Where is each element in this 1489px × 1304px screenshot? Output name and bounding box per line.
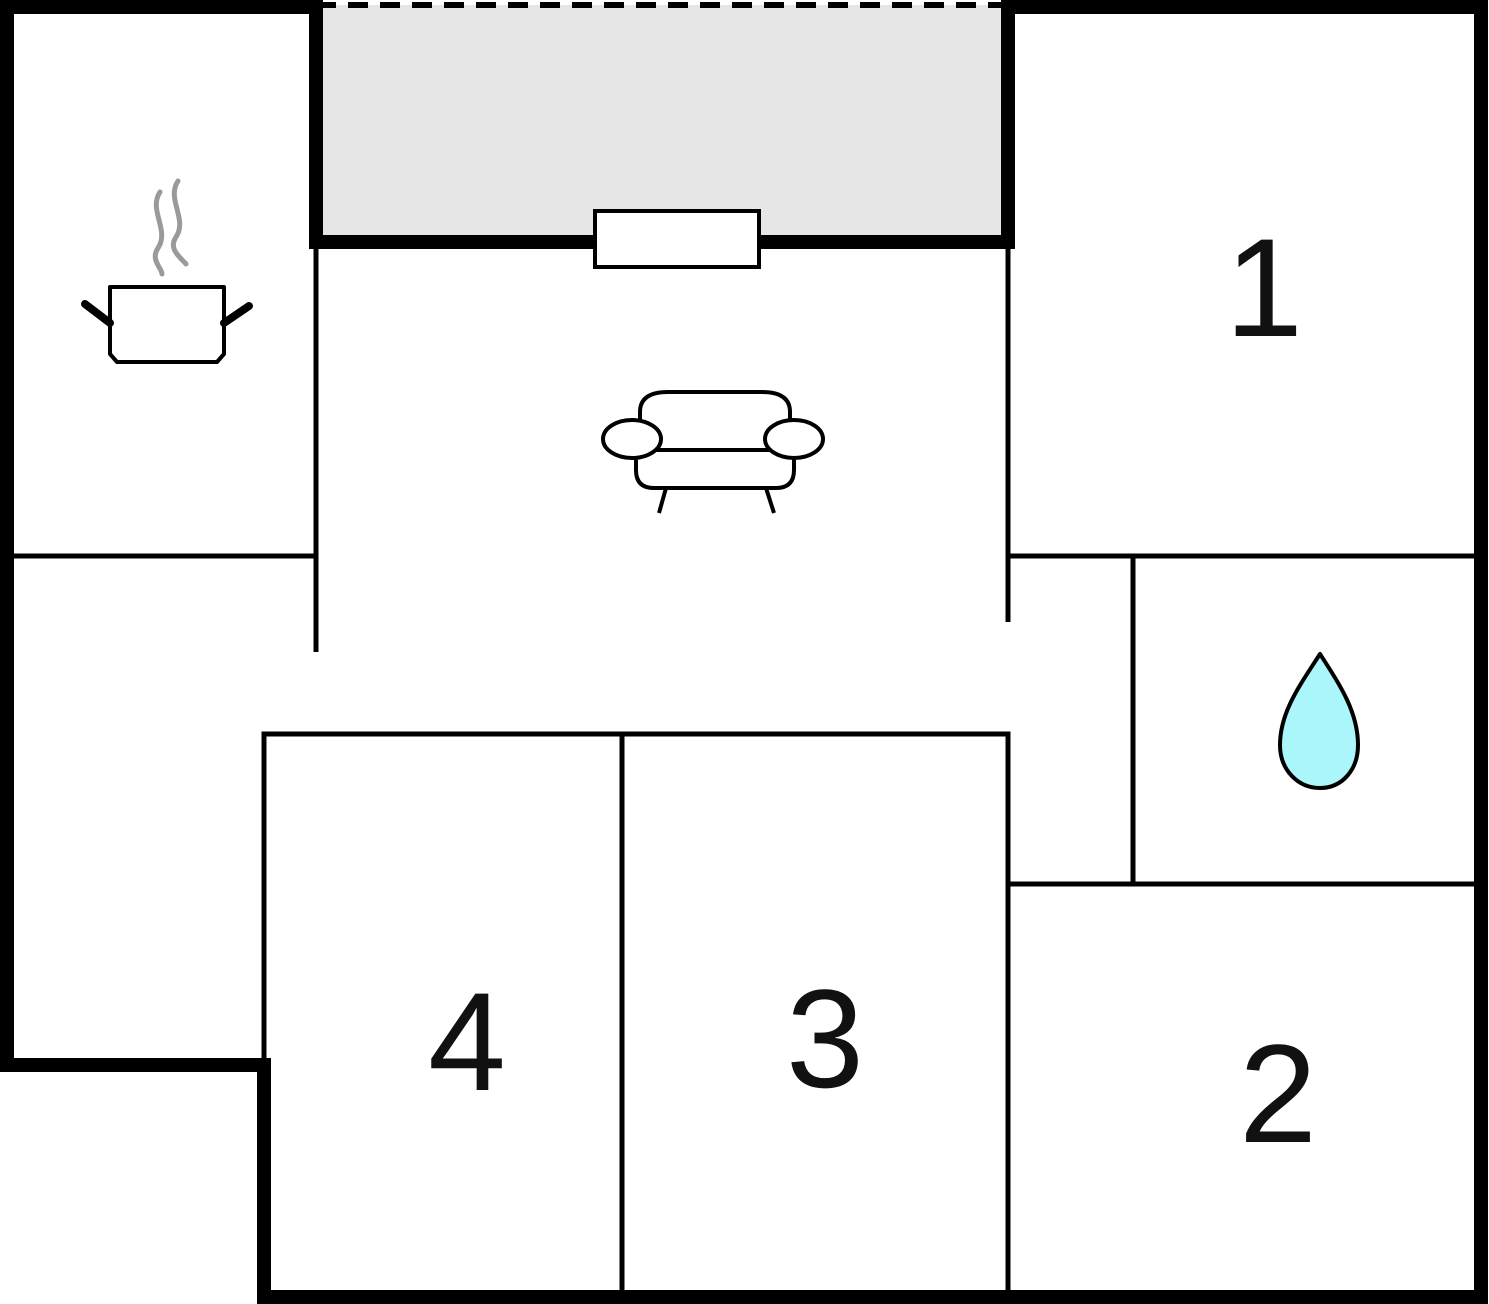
room-label-2: 2 <box>1239 1015 1317 1172</box>
sofa-icon <box>601 390 825 514</box>
room-label-1: 1 <box>1225 209 1303 366</box>
room-label-4: 4 <box>428 963 506 1120</box>
room-label-3: 3 <box>786 960 864 1117</box>
water-drop-icon <box>1278 652 1360 790</box>
terrace-door <box>593 209 761 269</box>
cooking-pot-icon <box>81 178 253 364</box>
terrace-area <box>316 5 1008 242</box>
interior-walls <box>7 242 1481 1297</box>
